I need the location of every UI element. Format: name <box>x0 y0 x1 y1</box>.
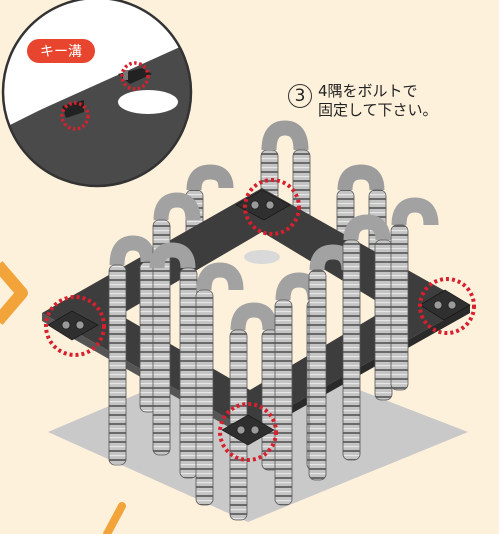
keyway-zoom-detail <box>1 0 193 188</box>
step-instruction-text: 4隅をボルトで 固定して下さい。 <box>318 82 438 120</box>
orange-guide-line <box>103 502 126 534</box>
instruction-line-1: 4隅をボルトで <box>318 82 418 100</box>
step-3-instruction: 3 4隅をボルトで 固定して下さい。 <box>288 82 488 120</box>
corner-highlight-circles <box>44 178 476 462</box>
keyway-label: キー溝 <box>27 39 95 63</box>
instruction-line-2: 固定して下さい。 <box>318 101 438 119</box>
arrow-icon <box>0 261 28 325</box>
step-number-badge: 3 <box>288 84 312 108</box>
